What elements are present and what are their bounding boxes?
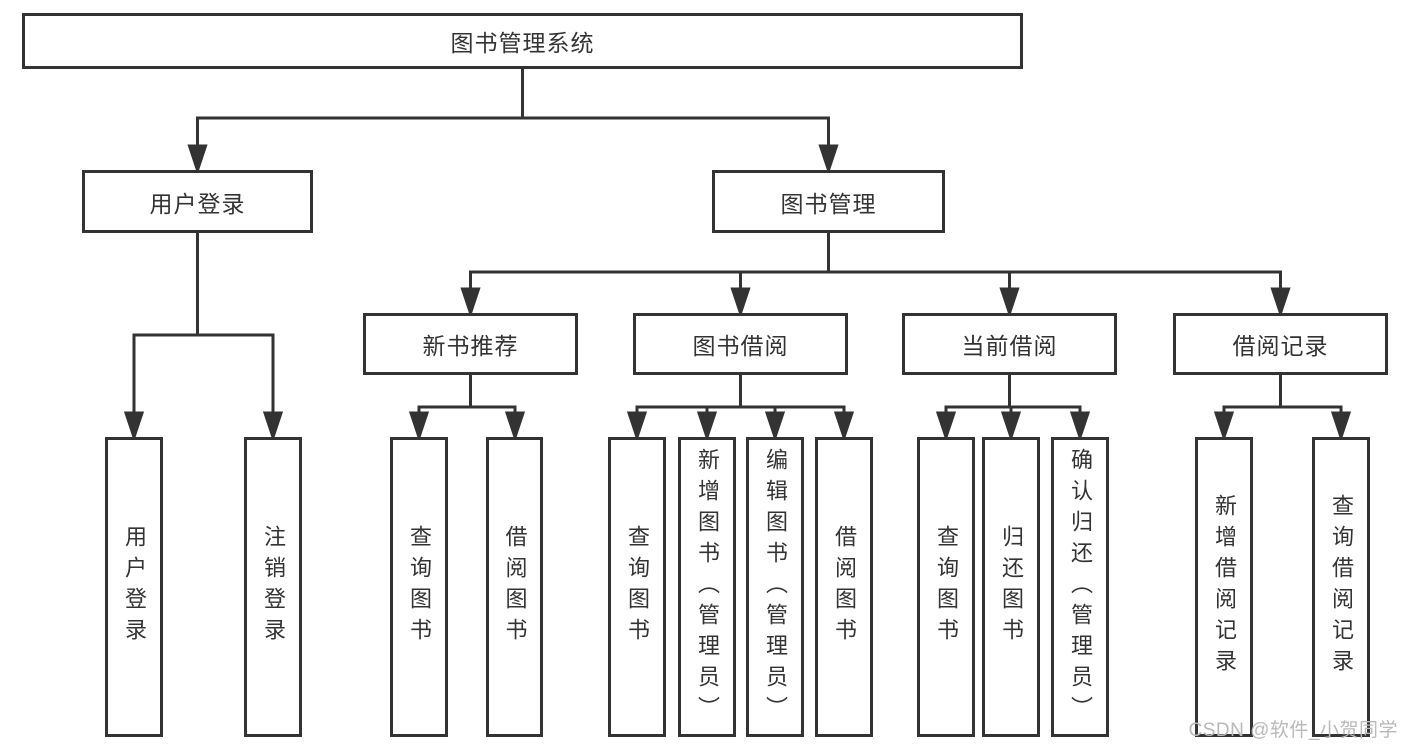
node-add-borrow-record: 新增借阅记录: [1195, 437, 1253, 737]
node-label: 查询图书: [625, 525, 650, 649]
node-label: 当前借阅: [961, 333, 1058, 359]
node-label: 新增图书（管理员）: [695, 447, 720, 727]
csdn-watermark: CSDN @软件_小贺同学: [1188, 720, 1398, 741]
node-book-borrowing: 图书借阅: [633, 313, 848, 375]
node-label: 注销登录: [261, 525, 286, 649]
node-query-books-recommend: 查询图书: [390, 437, 448, 737]
node-label: 查询图书: [934, 525, 959, 649]
node-label: 查询借阅记录: [1329, 494, 1354, 680]
node-borrow-books: 借阅图书: [815, 437, 873, 737]
node-confirm-return-admin: 确认归还（管理员）: [1051, 437, 1109, 737]
node-label: 图书管理系统: [450, 30, 595, 56]
node-label: 归还图书: [999, 525, 1024, 649]
node-query-books-current: 查询图书: [917, 437, 975, 737]
node-label: 借阅记录: [1232, 333, 1329, 359]
node-label: 查询图书: [407, 525, 432, 649]
node-label: 新书推荐: [422, 333, 519, 359]
node-logout: 注销登录: [244, 437, 302, 737]
node-book-management: 图书管理: [712, 170, 945, 233]
node-label: 新增借阅记录: [1212, 494, 1237, 680]
node-new-book-recommendation: 新书推荐: [363, 313, 578, 375]
node-query-borrow-record: 查询借阅记录: [1312, 437, 1370, 737]
node-label: 图书管理: [780, 190, 877, 217]
node-borrow-books-recommend: 借阅图书: [486, 437, 543, 737]
node-query-books-borrowing: 查询图书: [608, 437, 666, 737]
node-label: 确认归还（管理员）: [1068, 447, 1093, 727]
node-current-borrowing: 当前借阅: [902, 313, 1117, 375]
node-label: 借阅图书: [502, 525, 528, 649]
node-label: 用户登录: [122, 525, 147, 649]
node-label: 编辑图书（管理员）: [763, 447, 788, 727]
node-edit-books-admin: 编辑图书（管理员）: [746, 437, 804, 737]
node-label: 用户登录: [149, 190, 246, 217]
node-borrowing-records: 借阅记录: [1173, 313, 1388, 375]
node-add-books-admin: 新增图书（管理员）: [678, 437, 736, 737]
node-user-login: 用户登录: [105, 437, 163, 737]
node-library-management-system: 图书管理系统: [22, 13, 1023, 69]
node-label: 借阅图书: [832, 525, 857, 649]
node-label: 图书借阅: [692, 333, 789, 359]
node-user-login-group: 用户登录: [82, 170, 313, 233]
node-return-books: 归还图书: [982, 437, 1040, 737]
